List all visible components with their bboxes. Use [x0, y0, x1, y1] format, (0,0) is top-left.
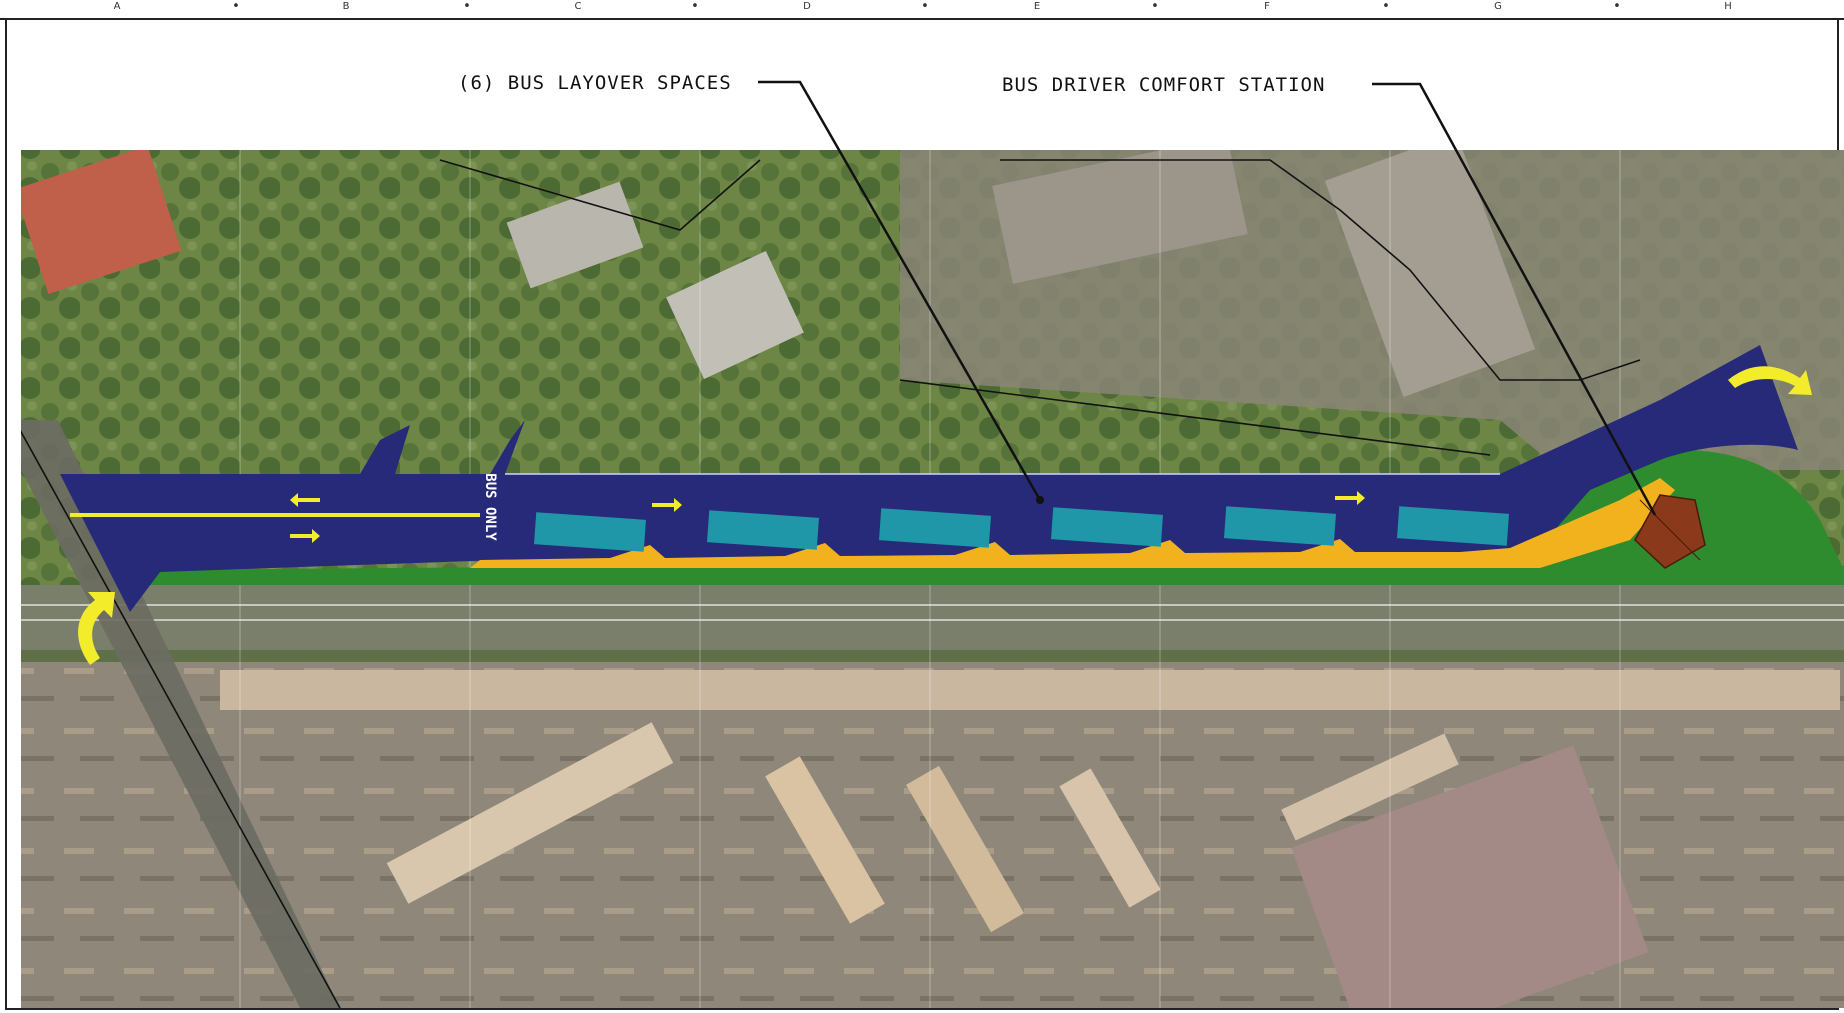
aerial-building: [1324, 150, 1536, 398]
grid-dot: •: [1382, 0, 1390, 14]
bus-layover-space: [1224, 506, 1336, 546]
grid-letter-d: D: [803, 1, 811, 12]
curb-buffer: [470, 478, 1675, 568]
grid-dot: •: [1613, 0, 1621, 14]
comfort-station-roof-line: [1639, 499, 1701, 561]
direction-arrow-left: [290, 493, 320, 507]
callout-bus-layover-spaces: (6) BUS LAYOVER SPACES: [458, 72, 732, 94]
aerial-red-roof: [21, 150, 182, 294]
aerial-lumber-stack: [1059, 768, 1161, 908]
grid-letter-g: G: [1494, 1, 1502, 12]
aerial-cross-street: [21, 420, 340, 1008]
grid-letter-h: H: [1724, 1, 1732, 12]
grid-dot: •: [921, 0, 929, 14]
bus-layover-space: [1397, 506, 1509, 546]
bus-layover-space: [1051, 507, 1163, 547]
grid-dot: •: [1151, 0, 1159, 14]
entry-turn-arrow: [1728, 366, 1812, 395]
direction-arrow-right: [1335, 491, 1365, 505]
aerial-rail-corridor: [21, 585, 1844, 650]
bus-only-marking: BUS ONLY: [482, 473, 498, 541]
aerial-lumber-stack: [386, 722, 674, 904]
layover-leader-line: [758, 80, 1042, 501]
exit-turn-arrow: [78, 592, 115, 665]
layover-leader-dot: [1036, 496, 1044, 504]
aerial-lumber-stack: [906, 765, 1024, 933]
direction-arrows: [78, 366, 1812, 665]
comfort-station-building: [1634, 494, 1706, 569]
direction-arrow-right: [652, 498, 682, 512]
comfort-station-leader-line: [1372, 82, 1657, 516]
aerial-building: [1291, 745, 1649, 1008]
direction-arrow-right: [290, 529, 320, 543]
grid-dot: •: [691, 0, 699, 14]
aerial-lumber-row: [220, 670, 1840, 710]
bus-layover-space: [707, 510, 819, 550]
grid-dot: •: [463, 0, 471, 14]
bus-layover-space: [879, 508, 991, 548]
grid-letter-a: A: [113, 1, 121, 12]
grid-letter-b: B: [342, 1, 350, 12]
grid-letter-f: F: [1264, 1, 1270, 12]
grid-letter-e: E: [1033, 1, 1041, 12]
grid-letter-c: C: [574, 1, 582, 12]
aerial-lumber-stack: [765, 756, 885, 924]
aerial-building: [666, 250, 804, 380]
grid-ruler: A • B • C • D • E • F • G • H: [0, 0, 1844, 20]
bus-layover-spaces: [534, 506, 1509, 552]
callout-bus-driver-comfort-station: BUS DRIVER COMFORT STATION: [1002, 74, 1326, 96]
bus-layover-space: [534, 512, 646, 552]
grid-dot: •: [232, 0, 240, 14]
aerial-building: [506, 181, 644, 289]
bus-roadway: [60, 345, 1798, 612]
aerial-lumber-stack: [1281, 733, 1459, 841]
aerial-building: [992, 150, 1248, 284]
